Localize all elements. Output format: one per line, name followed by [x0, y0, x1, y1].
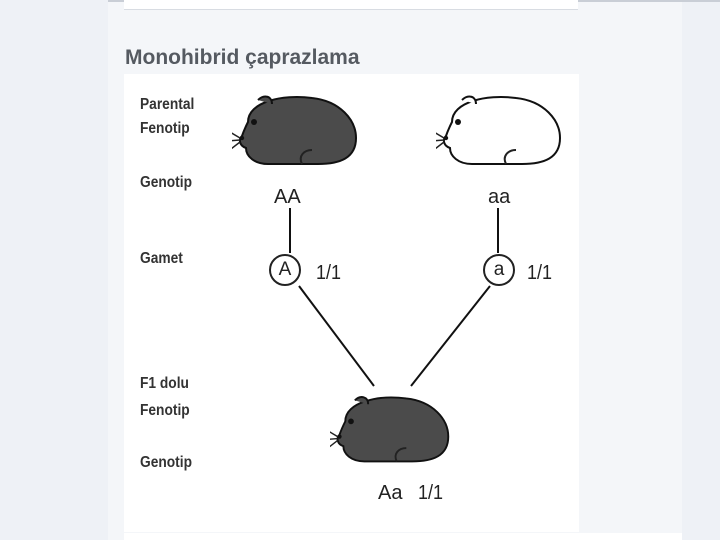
- offspring-fraction: 1/1: [418, 482, 444, 504]
- gamete-left-allele: A: [278, 259, 292, 280]
- gamete-left: A: [269, 254, 301, 286]
- label-genotip-f1: Genotip: [140, 454, 192, 471]
- genotype-right-parent: aa: [488, 186, 511, 208]
- genotype-left-parent: AA: [274, 186, 301, 208]
- genotype-offspring: Aa: [378, 482, 403, 504]
- line-right-gamete-to-f1: [410, 285, 491, 387]
- guinea-pig-icon: [436, 95, 562, 165]
- label-parental: Parental: [140, 96, 195, 113]
- guinea-pig-icon: [330, 396, 450, 463]
- gamete-right-allele: a: [493, 259, 505, 280]
- next-section-card: [124, 533, 682, 540]
- monohybrid-diagram: Parental Fenotip Genotip Gamet F1 dolu F…: [124, 74, 579, 532]
- label-f1-fenotip: Fenotip: [140, 402, 190, 419]
- label-f1-dolu: F1 dolu: [140, 375, 189, 392]
- guinea-pig-icon: [232, 95, 358, 165]
- cross-lines: [289, 208, 499, 387]
- gamete-right: a: [483, 254, 515, 286]
- section-title: Monohibrid çaprazlama: [125, 46, 360, 69]
- gamete-left-fraction: 1/1: [316, 262, 342, 284]
- line-left-gamete-to-f1: [298, 285, 375, 387]
- previous-section-card: [124, 0, 578, 10]
- gamete-right-fraction: 1/1: [527, 262, 553, 284]
- label-gamet: Gamet: [140, 250, 183, 267]
- label-genotip-parent: Genotip: [140, 174, 192, 191]
- label-parental-fenotip: Fenotip: [140, 120, 190, 137]
